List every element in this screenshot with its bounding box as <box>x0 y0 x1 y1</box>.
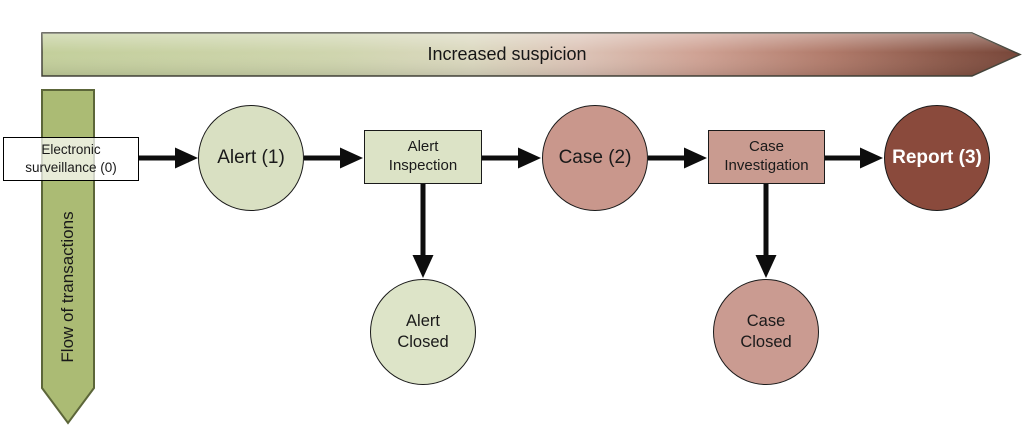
node-alert-closed: Alert Closed <box>370 279 476 385</box>
node-case-closed-line1: Case <box>746 311 786 330</box>
node-alert-inspection: Alert Inspection <box>364 130 482 184</box>
node-report-label: Report (3) <box>892 146 982 168</box>
node-alert-inspection-line2: Inspection <box>388 157 458 174</box>
node-electronic-surveillance-line2: surveillance (0) <box>25 160 117 175</box>
node-alert-label: Alert (1) <box>217 146 285 168</box>
flow-of-transactions-label: Flow of transactions <box>58 211 77 363</box>
node-case-investigation-line1: Case <box>748 138 785 156</box>
node-alert-closed-line2: Closed <box>397 333 449 351</box>
arrowhead-inspection-to-alert-closed <box>412 255 434 278</box>
node-alert-closed-line1: Alert <box>406 311 440 330</box>
arrowhead-investigation-to-case-closed <box>755 255 777 278</box>
node-case-investigation: Case Investigation <box>708 130 825 184</box>
node-case-investigation-line2: Investigation <box>724 157 809 174</box>
node-report: Report (3) <box>884 105 990 211</box>
node-electronic-surveillance: Electronic surveillance (0) <box>3 137 139 181</box>
arrowhead-inspection-to-case <box>518 147 541 169</box>
increased-suspicion-label: Increased suspicion <box>427 44 587 64</box>
connector-arrows <box>139 147 883 278</box>
node-case-closed: Case Closed <box>713 279 819 385</box>
arrowhead-case-to-investigation <box>684 147 707 169</box>
node-case: Case (2) <box>542 105 648 211</box>
node-electronic-surveillance-line1: Electronic <box>41 141 101 157</box>
node-alert-inspection-line1: Alert <box>407 138 439 156</box>
arrowhead-surveillance-to-alert <box>175 147 198 169</box>
arrowhead-investigation-to-report <box>860 147 883 169</box>
node-alert: Alert (1) <box>198 105 304 211</box>
increased-suspicion-arrow-bevel <box>42 33 1020 76</box>
node-case-closed-line2: Closed <box>740 333 792 351</box>
arrowhead-alert-to-inspection <box>340 147 363 169</box>
node-case-label: Case (2) <box>558 146 632 168</box>
